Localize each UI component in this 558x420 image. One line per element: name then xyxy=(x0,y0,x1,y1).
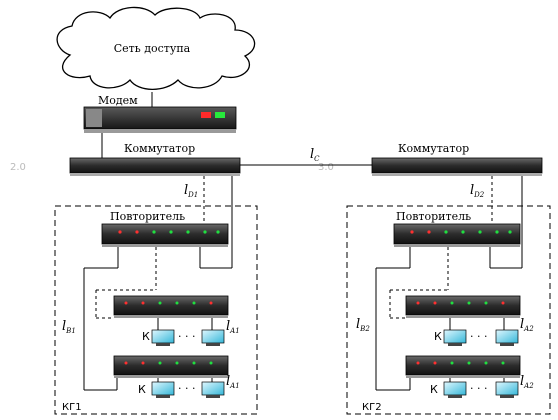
link-d2-label: lD2 xyxy=(470,183,485,199)
computer-left-top-2 xyxy=(201,329,225,346)
link-d1-label: lD1 xyxy=(184,183,198,199)
computer-left-bottom-dots: · · · xyxy=(178,382,195,395)
group-right-boundary xyxy=(346,205,551,415)
computer-left-bottom-k: К xyxy=(138,383,146,396)
link-a1-top-label: lA1 xyxy=(226,319,240,335)
computer-right-top-2 xyxy=(495,329,519,346)
modem-label: Модем xyxy=(98,94,138,107)
computer-left-top-1 xyxy=(151,329,175,346)
link-c-label: lC xyxy=(310,147,320,163)
computer-right-bottom-dots: · · · xyxy=(470,382,487,395)
switch-right-side-label: 3.0 xyxy=(318,162,334,173)
hub-left-top xyxy=(113,295,229,318)
group-left-name: КГ1 xyxy=(62,402,82,413)
computer-right-bottom-2 xyxy=(495,381,519,398)
switch-left: Коммутатор 2.0 xyxy=(10,142,241,176)
switch-right: Коммутатор 3.0 xyxy=(318,142,543,176)
repeater-right xyxy=(393,223,521,247)
link-a2-top-label: lA2 xyxy=(520,317,534,333)
switch-right-label: Коммутатор xyxy=(398,142,469,155)
computer-right-top-1 xyxy=(443,329,467,346)
link-b2-label: lB2 xyxy=(356,317,370,333)
computer-left-top-k: К xyxy=(142,330,150,343)
computer-right-bottom-k: К xyxy=(430,383,438,396)
link-b1-label: lB1 xyxy=(62,319,76,335)
access-network-cloud: Сеть доступа xyxy=(56,6,256,91)
group-left: КГ1 lD1 Повторитель lB1 xyxy=(54,176,258,415)
hub-left-bottom xyxy=(113,355,229,378)
modem-red-led xyxy=(201,112,211,118)
switch-left-side-label: 2.0 xyxy=(10,162,26,173)
repeater-right-label: Повторитель xyxy=(396,210,471,223)
repeater-left xyxy=(101,223,229,247)
switch-left-label: Коммутатор xyxy=(124,142,195,155)
cloud-label: Сеть доступа xyxy=(114,42,191,55)
computer-right-bottom-1 xyxy=(443,381,467,398)
repeater-left-label: Повторитель xyxy=(110,210,185,223)
computer-left-top-dots: · · · xyxy=(178,330,195,343)
group-right: КГ2 lD2 Повторитель lB2 xyxy=(346,176,551,415)
computer-left-bottom-2 xyxy=(201,381,225,398)
link-a2-bottom-label: lA2 xyxy=(520,374,534,390)
modem: Модем xyxy=(83,94,237,133)
hub-right-top xyxy=(405,295,521,318)
computer-right-top-dots: · · · xyxy=(470,330,487,343)
hub-right-bottom xyxy=(405,355,521,378)
link-a1-bottom-label: lA1 xyxy=(226,374,240,390)
computer-right-top-k: К xyxy=(434,330,442,343)
modem-green-led xyxy=(215,112,225,118)
computer-left-bottom-1 xyxy=(151,381,175,398)
group-right-name: КГ2 xyxy=(362,402,382,413)
group-left-boundary xyxy=(54,205,258,415)
